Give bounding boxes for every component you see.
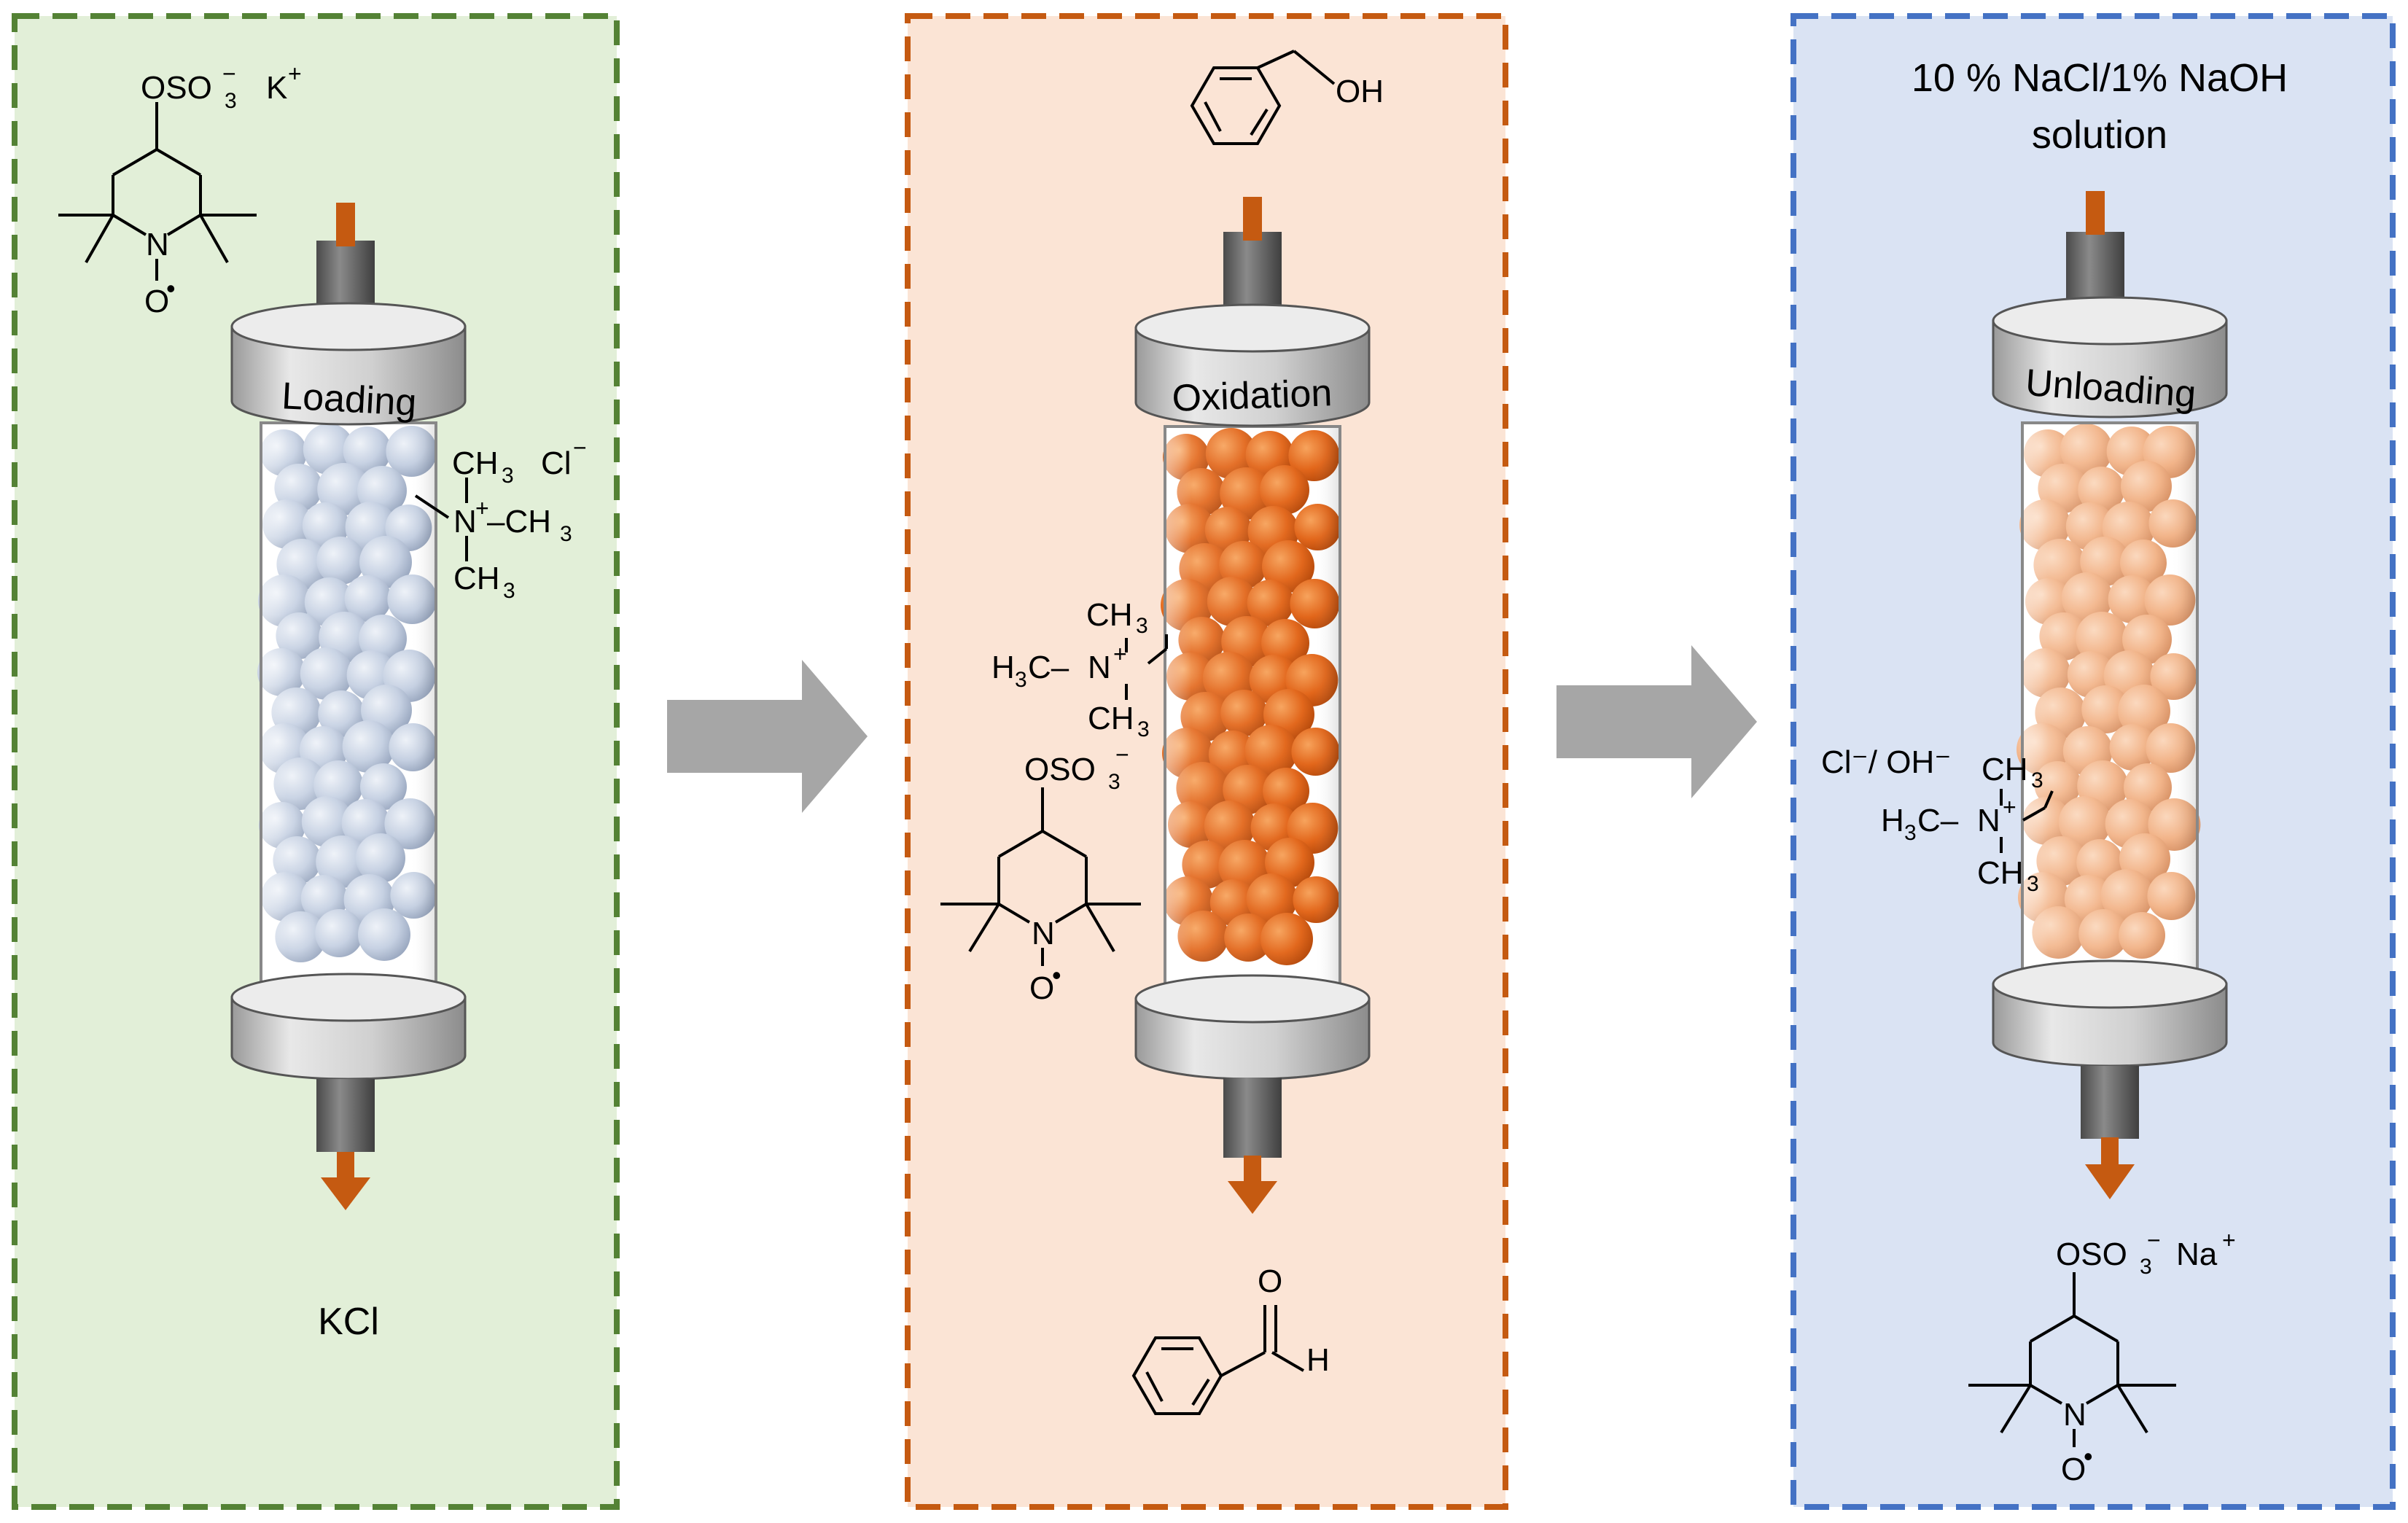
anion-label: OSO [2056, 1236, 2127, 1272]
counter-ion: Cl [541, 445, 572, 481]
methyl-label: H [991, 650, 1015, 685]
counter-ion: K [266, 70, 287, 106]
methyl-subscript: 3 [1015, 668, 1027, 692]
nitrogen-label: N [1088, 650, 1111, 685]
eluent-line-1: 10 % NaCl/1% NaOH [1912, 56, 2288, 100]
nitrogen-label: N [2063, 1397, 2086, 1433]
radical-dot: • [2084, 1441, 2093, 1471]
inflow-icon [2086, 191, 2105, 235]
methyl-subscript: 3 [1136, 614, 1148, 638]
nitrogen-label: N [146, 227, 169, 262]
outflow-arrow-icon [321, 1177, 370, 1210]
oxygen-label: O [1029, 970, 1054, 1006]
radical-dot: • [166, 273, 176, 303]
tempo-sulfate-k-structure [58, 102, 257, 281]
methyl-label: C– [1028, 650, 1069, 685]
eluent-line-2: solution [2032, 113, 2167, 157]
methyl-label: CH [1086, 597, 1133, 633]
anion-label: OSO [1024, 752, 1096, 787]
hydrogen-label: H [1306, 1342, 1330, 1378]
column-oxidation: Oxidation [1134, 197, 1371, 1214]
anion-subscript: 3 [2140, 1255, 2152, 1279]
column-unloading: Unloading [1992, 191, 2228, 1199]
outflow-arrow-icon [2085, 1164, 2135, 1199]
anion-charge: − [222, 61, 236, 87]
methyl-subscript: 3 [2027, 872, 2039, 896]
inflow-icon [1243, 197, 1262, 241]
inflow-icon [336, 203, 355, 246]
outflow-arrow-icon [1228, 1181, 1277, 1214]
methyl-subscript: 3 [560, 522, 572, 546]
anion-subscript: 3 [225, 89, 237, 113]
quaternary-ammonium-oxidation [1125, 634, 1168, 700]
methyl-label: CH [452, 445, 499, 481]
nitrogen-charge: + [475, 495, 489, 521]
benzaldehyde-structure [1131, 1305, 1305, 1415]
counter-ions-label: Cl⁻/ OH⁻ [1821, 744, 1951, 780]
methyl-subscript: 3 [2031, 768, 2043, 792]
benzyl-alcohol-structure [1190, 50, 1336, 145]
anion-charge: − [1115, 741, 1129, 768]
methyl-subscript: 3 [1137, 717, 1150, 741]
methyl-label: CH [1977, 855, 2024, 891]
anion-subscript: 3 [1108, 770, 1121, 794]
methyl-label: C– [1917, 803, 1959, 838]
methyl-label: CH [1088, 701, 1134, 736]
methyl-label: –CH [487, 504, 551, 540]
arrow-right-icon [1556, 645, 1757, 798]
tempo-sulfate-na-structure [1968, 1272, 2176, 1447]
counter-ion-charge: − [573, 435, 587, 461]
oxygen-label: O [144, 284, 169, 319]
methyl-subscript: 3 [502, 464, 514, 488]
quaternary-ammonium-unloading [2000, 789, 2054, 853]
stage-label: Oxidation [1172, 372, 1333, 420]
quaternary-ammonium-loading [414, 478, 468, 561]
oxygen-label: O [1258, 1263, 1282, 1299]
nitrogen-charge: + [2003, 794, 2017, 820]
nitrogen-label: N [1032, 916, 1055, 951]
stage-label: Loading [281, 375, 418, 424]
counter-ion: Na [2176, 1236, 2218, 1272]
methyl-label: CH [1982, 752, 2028, 787]
anion-label: OSO [141, 70, 212, 106]
methyl-label: CH [453, 561, 500, 596]
counter-ion-charge: + [288, 61, 302, 87]
nitrogen-label: N [1977, 803, 2000, 838]
anion-charge: − [2147, 1227, 2161, 1253]
nitrogen-label: N [453, 504, 477, 540]
column-loading: Loading [230, 203, 467, 1210]
methyl-subscript: 3 [503, 579, 515, 603]
output-label: KCl [318, 1301, 379, 1343]
hydroxyl-label: OH [1336, 74, 1384, 109]
methyl-label: H [1881, 803, 1904, 838]
counter-ion-charge: + [2222, 1227, 2236, 1253]
radical-dot: • [1052, 960, 1061, 990]
oxygen-label: O [2061, 1452, 2086, 1487]
nitrogen-charge: + [1113, 641, 1127, 667]
methyl-subscript: 3 [1904, 821, 1917, 845]
tempo-sulfate-bound-structure [940, 787, 1141, 966]
arrow-right-icon [667, 660, 868, 813]
